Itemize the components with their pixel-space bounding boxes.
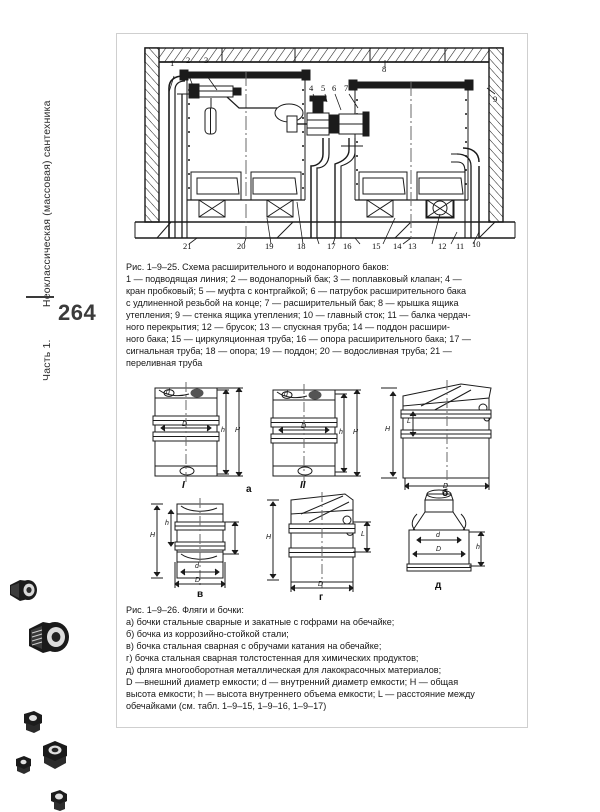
bolt-photo-bottom (46, 790, 72, 812)
callout-2: 2 (186, 55, 191, 65)
figure-2-caption-line-7: высота емкости; h — высота внутреннего о… (126, 689, 475, 700)
running-head-part: Часть 1. (41, 339, 53, 381)
callout-3: 3 (204, 55, 209, 65)
figure-1-caption-line-6: ного бака; 15 — циркуляционная труба; 16… (126, 334, 472, 345)
dim-D-barrel-I: D (182, 421, 188, 428)
figure-2-caption-line-4: г) бочка стальная сварная толстостенная … (126, 653, 419, 664)
figure-2-caption-line-2: б) бочка из коррозийно-стойкой стали; (126, 629, 289, 640)
dim-d-flask-d: d (436, 532, 440, 539)
dim-D-barrel-v: D (195, 577, 201, 584)
figure-flasks-and-barrels: d D h H d D h H H L D H h d D H L D d D … (131, 374, 515, 606)
dim-h-flask-d: h (476, 544, 480, 551)
page-number: 264 (58, 300, 97, 325)
figure-2-caption-line-8: обечайками (см. табл. 1–9–15, 1–9–16, 1–… (126, 701, 327, 712)
callout-6: 6 (332, 83, 337, 93)
figure-2-caption-line-5: д) фляга многооборотная металлическая дл… (126, 665, 442, 676)
dim-h-barrel-I: h (221, 427, 225, 434)
running-head: Часть 1. Неоклассическая (массовая) сант… (41, 51, 53, 381)
callout-17: 17 (327, 241, 336, 251)
sublabel-v: в (197, 589, 204, 600)
dim-H-barrel-g: H (266, 534, 272, 541)
bolt-photo-small-top (8, 578, 42, 604)
dim-L-barrel-g: L (361, 531, 365, 538)
figure-1-caption-line-7: сигнальная труба; 18 — опора; 19 — поддо… (126, 346, 452, 357)
callout-19: 19 (265, 241, 274, 251)
figure-2-caption-line-3: в) бочка стальная сварная с обручами кат… (126, 641, 382, 652)
callout-21: 21 (183, 241, 192, 251)
nut-photo-tiny (12, 755, 34, 775)
callout-14: 14 (393, 241, 402, 251)
figure-2-caption-title: Рис. 1–9–26. Фляги и бочки: (126, 605, 244, 615)
callout-12: 12 (438, 241, 447, 251)
dim-h-barrel-II: h (339, 429, 343, 436)
sublabel-b: б (442, 488, 449, 499)
sublabel-roman-I: I (182, 480, 185, 491)
page-content-frame: 1 2 3 4 5 6 7 8 9 21 20 19 18 17 16 15 1… (116, 33, 528, 728)
callout-5: 5 (321, 83, 326, 93)
figure-2-caption-line-6: D —внешний диаметр емкости; d — внутренн… (126, 677, 459, 688)
nut-photo-small (18, 710, 46, 734)
callout-10: 10 (472, 239, 481, 249)
dim-H-barrel-v: H (150, 532, 156, 539)
figure-1-caption-line-1: 1 — подводящая линия; 2 — водонапорный б… (126, 274, 462, 285)
dim-L-barrel-b: L (407, 418, 411, 425)
dim-h-barrel-v: h (165, 520, 169, 527)
callout-9: 9 (493, 94, 498, 104)
left-margin-strip: Часть 1. Неоклассическая (массовая) сант… (0, 0, 112, 812)
dim-D-barrel-g: D (318, 581, 324, 588)
folio-rule (26, 296, 54, 298)
sublabel-roman-II: II (300, 480, 306, 491)
figure-1-caption-line-5: ного перекрытия; 12 — брусок; 13 — спуск… (126, 322, 450, 333)
sublabel-a: а (246, 484, 252, 495)
callout-8: 8 (382, 64, 387, 74)
figure-1-caption: Рис. 1–9–25. Схема расширительного и вод… (126, 261, 522, 369)
dim-H-barrel-b: H (385, 426, 391, 433)
figure-expansion-tank-schematic: 1 2 3 4 5 6 7 8 9 21 20 19 18 17 16 15 1… (127, 42, 519, 254)
callout-4: 4 (309, 83, 314, 93)
dim-H-barrel-II: H (353, 429, 359, 436)
dim-d-barrel-II: d (284, 391, 288, 398)
callout-20: 20 (237, 241, 246, 251)
figure-2-caption-line-1: а) бочки стальные сварные и закатные с г… (126, 617, 395, 628)
dim-D-flask-d: D (436, 546, 442, 553)
callout-18: 18 (297, 241, 306, 251)
bolt-photo-large (26, 619, 74, 657)
dim-D-barrel-II: D (301, 423, 307, 430)
callout-7: 7 (344, 83, 349, 93)
figure-1-caption-line-2: кран пробковый; 5 — муфта с контргайкой;… (126, 286, 467, 297)
callout-16: 16 (343, 241, 352, 251)
callout-15: 15 (372, 241, 381, 251)
dim-D-barrel-b: D (443, 483, 449, 490)
callout-1: 1 (170, 58, 175, 68)
dim-d-barrel-I: d (166, 389, 170, 396)
figure-1-caption-line-8: переливная труба (126, 358, 203, 369)
callout-11: 11 (456, 241, 465, 251)
callout-13: 13 (408, 241, 417, 251)
running-head-title: Неоклассическая (массовая) сантехника (41, 100, 53, 308)
sublabel-g: г (319, 592, 324, 603)
nut-photo-medium (38, 740, 72, 770)
dim-H-barrel-I: H (235, 427, 241, 434)
figure-1-caption-line-4: утепления; 9 — стенка ящика утепления; 1… (126, 310, 471, 321)
figure-1-caption-line-3: с удлиненной резьбой на конце; 7 — расши… (126, 298, 459, 309)
figure-2-caption: Рис. 1–9–26. Фляги и бочки: а) бочки ста… (126, 604, 524, 712)
sublabel-d: д (435, 580, 442, 591)
dim-d-barrel-v: d (195, 563, 199, 570)
figure-1-caption-title: Рис. 1–9–25. Схема расширительного и вод… (126, 262, 389, 272)
